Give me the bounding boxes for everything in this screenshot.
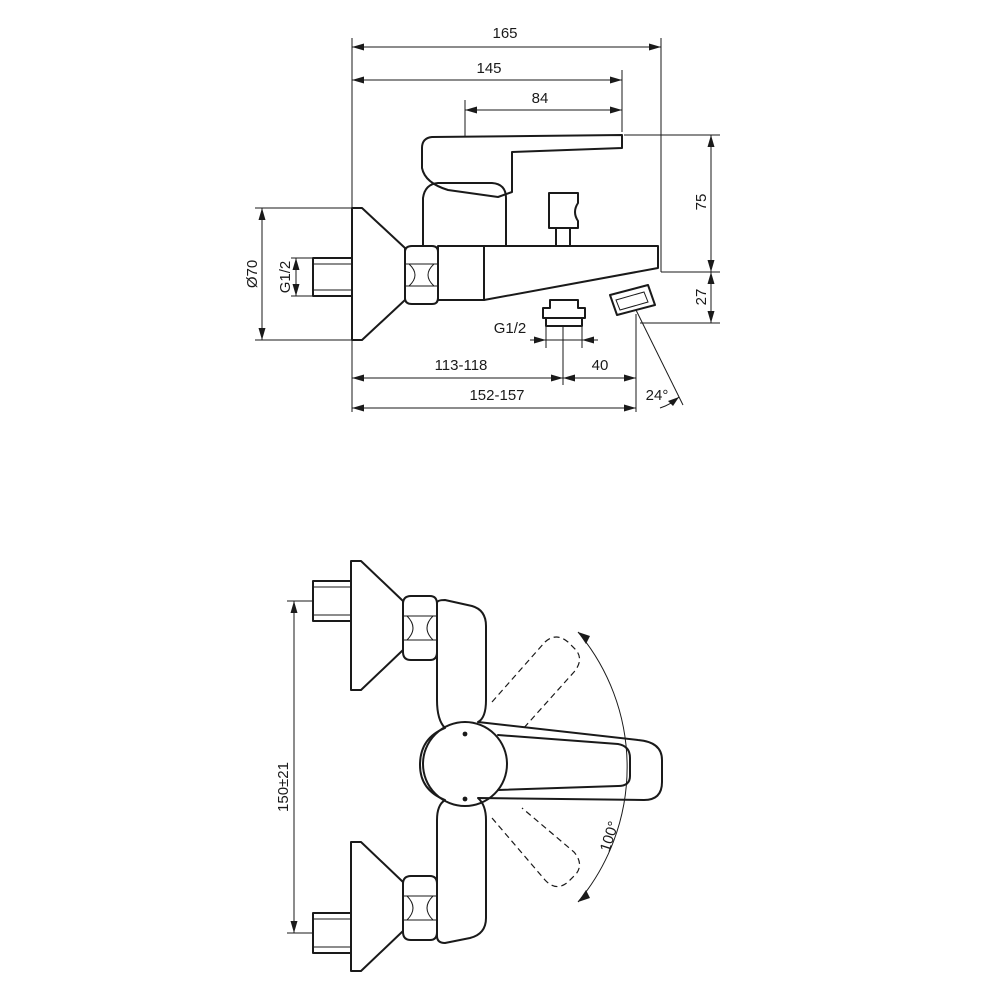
- hex-nut: [404, 245, 439, 305]
- dim-angle-100-label: 100°: [597, 819, 623, 854]
- cartridge-cap: [422, 721, 508, 807]
- cartridge-housing: [422, 182, 507, 247]
- diverter-knob: [548, 192, 579, 247]
- dim-75: 75: [693, 135, 715, 272]
- dim-165: 165: [352, 25, 661, 51]
- dim-150-21-label: 150±21: [275, 762, 292, 812]
- dim-84-label: 84: [532, 90, 549, 107]
- mixer-body: [437, 245, 659, 301]
- dim-angle-100: 100°: [577, 631, 628, 903]
- hex-nut-lower: [402, 875, 438, 941]
- dim-113-118: 113-118: [352, 357, 563, 382]
- dim-152-157: 152-157: [352, 387, 636, 412]
- lever-handle-top: [497, 734, 631, 791]
- dim-84: 84: [465, 90, 622, 114]
- hex-nut-upper: [402, 595, 438, 661]
- dim-angle-24: 24°: [635, 309, 684, 409]
- wall-flange: [351, 207, 406, 341]
- wall-flange-upper: [350, 560, 404, 691]
- shower-outlet: [542, 299, 586, 327]
- dim-75-label: 75: [693, 194, 710, 211]
- dim-27-label: 27: [693, 289, 710, 306]
- dim-150-21: 150±21: [275, 600, 313, 934]
- dim-diameter-70-label: Ø70: [244, 260, 261, 288]
- mixer-body-top: [419, 599, 663, 944]
- top-view: 100° 150±21: [275, 560, 663, 972]
- dim-angle-24-label: 24°: [646, 387, 669, 404]
- dim-145-label: 145: [476, 60, 501, 77]
- dim-diameter-70: Ø70: [244, 208, 266, 340]
- lever-handle: [421, 134, 623, 198]
- dim-40-label: 40: [592, 357, 609, 374]
- side-view: 165 145 84 75 27: [244, 25, 720, 412]
- dim-113-118-label: 113-118: [435, 357, 488, 374]
- spout-outlet: [609, 284, 656, 316]
- dim-inlet-thread-label: G1/2: [277, 261, 294, 294]
- dim-165-label: 165: [492, 25, 517, 42]
- dim-152-157-label: 152-157: [469, 387, 524, 404]
- dim-40: 40: [563, 357, 636, 382]
- dim-outlet-thread: G1/2: [494, 320, 598, 348]
- wall-flange-lower: [350, 841, 404, 972]
- lever-ghost-open: [491, 636, 581, 731]
- dim-inlet-thread: G1/2: [277, 258, 300, 296]
- dim-outlet-thread-label: G1/2: [494, 320, 527, 337]
- lever-ghost-closed: [491, 807, 581, 888]
- dim-145: 145: [352, 60, 622, 84]
- dim-27: 27: [693, 272, 715, 323]
